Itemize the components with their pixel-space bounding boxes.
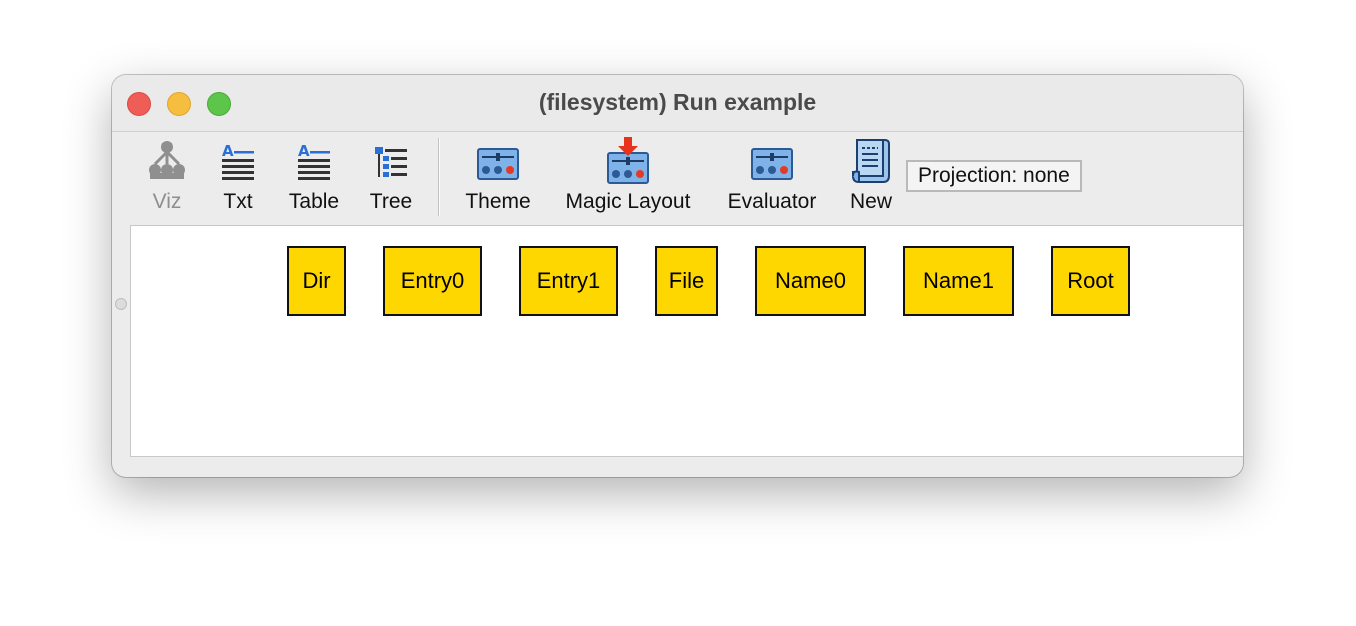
txt-label: Txt bbox=[223, 190, 253, 213]
projection-button[interactable]: Projection: none bbox=[906, 160, 1082, 192]
graph-node-file[interactable]: File bbox=[655, 246, 718, 316]
magic-layout-button[interactable]: Magic Layout bbox=[558, 136, 698, 220]
theme-label: Theme bbox=[465, 190, 531, 213]
new-button[interactable]: New bbox=[846, 136, 896, 220]
new-scroll-icon bbox=[847, 136, 895, 186]
svg-text:A: A bbox=[298, 142, 310, 160]
viz-label: Viz bbox=[152, 190, 182, 213]
toolbar-separator bbox=[438, 138, 440, 216]
splitter-handle[interactable] bbox=[115, 298, 127, 310]
table-icon: A bbox=[290, 136, 338, 186]
evaluator-button[interactable]: Evaluator bbox=[722, 136, 822, 220]
text-icon: A bbox=[214, 136, 262, 186]
graph-node-entry0[interactable]: Entry0 bbox=[383, 246, 482, 316]
app-window: (filesystem) Run example Viz bbox=[112, 75, 1243, 477]
graph-node-name1[interactable]: Name1 bbox=[903, 246, 1014, 316]
title-bar: (filesystem) Run example bbox=[112, 75, 1243, 132]
theme-icon bbox=[474, 136, 522, 186]
table-button[interactable]: A Table bbox=[284, 136, 344, 220]
magic-layout-icon bbox=[604, 136, 652, 186]
magic-layout-label: Magic Layout bbox=[565, 190, 691, 213]
txt-button[interactable]: A Txt bbox=[216, 136, 260, 220]
svg-text:A: A bbox=[222, 142, 234, 160]
graph-canvas[interactable]: Dir Entry0 Entry1 File Name0 Name1 Root bbox=[130, 225, 1243, 457]
tree-icon bbox=[367, 136, 415, 186]
evaluator-icon bbox=[748, 136, 796, 186]
graph-node-name0[interactable]: Name0 bbox=[755, 246, 866, 316]
graph-node-dir[interactable]: Dir bbox=[287, 246, 346, 316]
graph-node-root[interactable]: Root bbox=[1051, 246, 1130, 316]
minimize-window-button[interactable] bbox=[167, 92, 191, 116]
viz-tree-icon bbox=[143, 136, 191, 186]
evaluator-label: Evaluator bbox=[727, 190, 817, 213]
window-title: (filesystem) Run example bbox=[538, 89, 817, 115]
graph-node-entry1[interactable]: Entry1 bbox=[519, 246, 618, 316]
tree-button[interactable]: Tree bbox=[366, 136, 416, 220]
new-label: New bbox=[849, 190, 892, 213]
zoom-window-button[interactable] bbox=[207, 92, 231, 116]
theme-button[interactable]: Theme bbox=[460, 136, 536, 220]
toolbar: Viz A Txt A bbox=[112, 132, 1243, 224]
close-window-button[interactable] bbox=[127, 92, 151, 116]
tree-label: Tree bbox=[369, 190, 413, 213]
viz-button[interactable]: Viz bbox=[142, 136, 192, 220]
table-label: Table bbox=[288, 190, 340, 213]
